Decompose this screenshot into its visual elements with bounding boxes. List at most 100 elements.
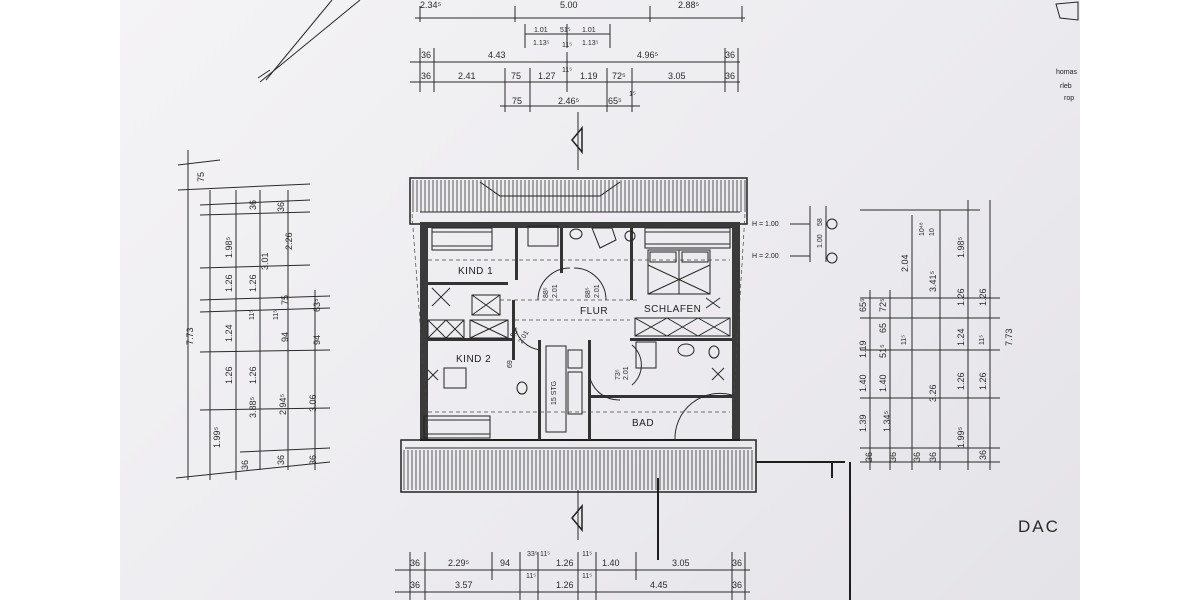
dim-right-3-1: 10 (929, 228, 936, 236)
section-lines (657, 461, 851, 600)
section-marker-top (571, 112, 583, 170)
dim-right-1-0: 72⁵ (878, 298, 888, 312)
dim-right-2-2: 36 (912, 452, 922, 462)
dim-right-4-2: 1.24 (956, 328, 966, 346)
dim-left-5-0: 63⁵ (312, 298, 322, 312)
dim-right-3-2: 3.41⁵ (928, 270, 938, 292)
dim-left-4-0: 36 (276, 202, 286, 212)
dim-right-0-1: 1.19 (858, 340, 868, 358)
dim-top-3-5: 1.19 (580, 71, 598, 81)
wardrobe-schlafen (634, 317, 731, 337)
room-label-kind1: KIND 1 (458, 266, 493, 277)
top-dimension-chains: 2.34⁵ 5.00 2.88⁵ 1.01 51⁵ 1.01 1.13⁵ 11⁵… (410, 0, 745, 112)
dim-bottom-0-1: 2.29⁵ (448, 558, 470, 568)
dim-left-0-1: 7.73 (185, 327, 195, 345)
dim-left-2-0: 36 (248, 200, 258, 210)
height-note-2: H = 2.00 (752, 253, 779, 260)
dim-top-0-0: 2.34⁵ (420, 0, 442, 10)
dim-left-3-0: 3.01 (260, 252, 270, 270)
dim-bottom-1-5: 4.45 (650, 580, 668, 590)
desk-kind2 (443, 367, 467, 389)
dim-left-4-1: 2.26 (284, 232, 294, 250)
dim-top-0-2: 2.88⁵ (678, 0, 700, 10)
dim-bottom-1-1: 3.57 (455, 580, 473, 590)
door-label-2b: 2.01 (594, 284, 601, 298)
dim-top-3-2: 75 (511, 71, 521, 81)
floor-plan: 15 STG 88⁵ 2.01 88⁵ 2.01 88⁵ 2.01 73⁵ 2.… (400, 177, 757, 493)
dim-left-4-6: 36 (276, 455, 286, 465)
dim-right-0-2: 1.40 (858, 374, 868, 392)
dim-left-4-2: 75 (280, 295, 290, 305)
dim-top-3-4: 11⁵ (562, 67, 572, 74)
dim-left-2-3: 1.26 (248, 366, 258, 384)
stamp: homas rleb rop (1055, 1, 1079, 102)
dim-left-1-3: 1.26 (224, 366, 234, 384)
dim-left-1-0: 1.98⁵ (224, 236, 234, 258)
dim-right-3-4: 36 (928, 452, 938, 462)
dim-top-3-7: 3.05 (668, 71, 686, 81)
wardrobe-kind2 (427, 319, 509, 339)
dim-top-4-0: 75 (512, 96, 522, 106)
room-label-kind2: KIND 2 (456, 354, 491, 365)
dim-bottom-0-2: 94 (500, 558, 510, 568)
door-label-5: 69 (507, 360, 514, 368)
left-dimension-chains: 75 7.73 1.98⁵ 1.26 1.24 1.26 1.99⁵ 36 1.… (175, 150, 331, 480)
dim-top-4-1: 2.46⁵ (558, 96, 580, 106)
dim-top-3-3: 1.27 (538, 71, 556, 81)
dim-bottom-1-3: 1.26 (556, 580, 574, 590)
dim-top-1-5: 1.13⁵ (582, 40, 599, 47)
dim-right-5-3: 36 (978, 450, 988, 460)
skylight-left (431, 227, 493, 251)
dim-left-1-1: 1.26 (224, 274, 234, 292)
door-label-2a: 88⁵ (585, 287, 592, 298)
bottom-dimension-chains: 36 2.29⁵ 94 33⁵ 11⁵ 1.26 11⁵ 1.40 3.05 3… (395, 551, 750, 600)
wardrobe-kind1 (471, 294, 501, 316)
dim-top-4-3: 1⁵ (629, 91, 636, 98)
dim-bottom-1-4: 11⁵ (582, 573, 592, 580)
dim-right-2-0: 2.04 (900, 254, 910, 272)
door-label-3a: 88⁵ (510, 326, 521, 339)
dim-right-1-5: 36 (888, 452, 898, 462)
dim-top-3-8: 36 (725, 71, 735, 81)
dim-top-1-0: 1.01 (534, 27, 548, 34)
dim-left-4-4: 94 (280, 332, 290, 342)
door-label-1b: 2.01 (552, 284, 559, 298)
dim-top-2-2: 4.96⁵ (637, 50, 659, 60)
door-label-4a: 73⁵ (615, 369, 622, 380)
dim-bottom-0-5: 1.26 (556, 558, 574, 568)
floor-plan-sheet: 2.34⁵ 5.00 2.88⁵ 1.01 51⁵ 1.01 1.13⁵ 11⁵… (120, 0, 1080, 600)
dim-left-4-5: 2.94⁵ (278, 393, 288, 415)
dim-bottom-0-3: 33⁵ (527, 551, 538, 558)
bathroom-fixtures (516, 225, 720, 395)
dim-right-1-4: 1.34⁵ (882, 410, 892, 432)
door-label-1a: 88⁵ (543, 287, 550, 298)
dim-top-2-3: 36 (725, 50, 735, 60)
door-label-4b: 2.01 (623, 366, 630, 380)
dim-right-0-3: 1.39 (858, 414, 868, 432)
dim-left-1-2: 1.24 (224, 324, 234, 342)
dim-right-5-0: 1.26 (978, 288, 988, 306)
dim-right-5-2: 1.26 (978, 372, 988, 390)
roof-lines-top-left (257, 0, 361, 83)
dim-right-5-1: 11⁵ (979, 335, 986, 345)
dim-right-2-1: 11⁵ (901, 335, 908, 345)
dim-bottom-1-2: 11⁵ (526, 573, 536, 580)
dim-top-1-4: 11⁵ (562, 42, 572, 49)
roof-hatch-bottom (400, 439, 757, 493)
dim-top-4-2: 65⁵ (608, 96, 622, 106)
dim-right-3-0: 10⁴⁸ (919, 222, 926, 236)
dim-right-4-3: 1.26 (956, 372, 966, 390)
staircase: 15 STG (545, 345, 583, 433)
door-arcs (514, 267, 733, 441)
dim-right-6-0: 7.73 (1004, 328, 1014, 346)
skylight-bottom-left (423, 415, 491, 439)
roof-hatch-top (409, 177, 748, 225)
room-label-schlafen: SCHLAFEN (644, 304, 701, 315)
dim-bottom-1-0: 36 (410, 580, 420, 590)
section-marker-bottom (571, 490, 583, 540)
stamp-line-1: homas (1056, 69, 1078, 76)
dim-top-2-1: 4.43 (488, 50, 506, 60)
light-markers (427, 287, 725, 381)
dim-left-0-0: 75 (196, 172, 206, 182)
dim-top-1-3: 1.13⁵ (533, 40, 550, 47)
